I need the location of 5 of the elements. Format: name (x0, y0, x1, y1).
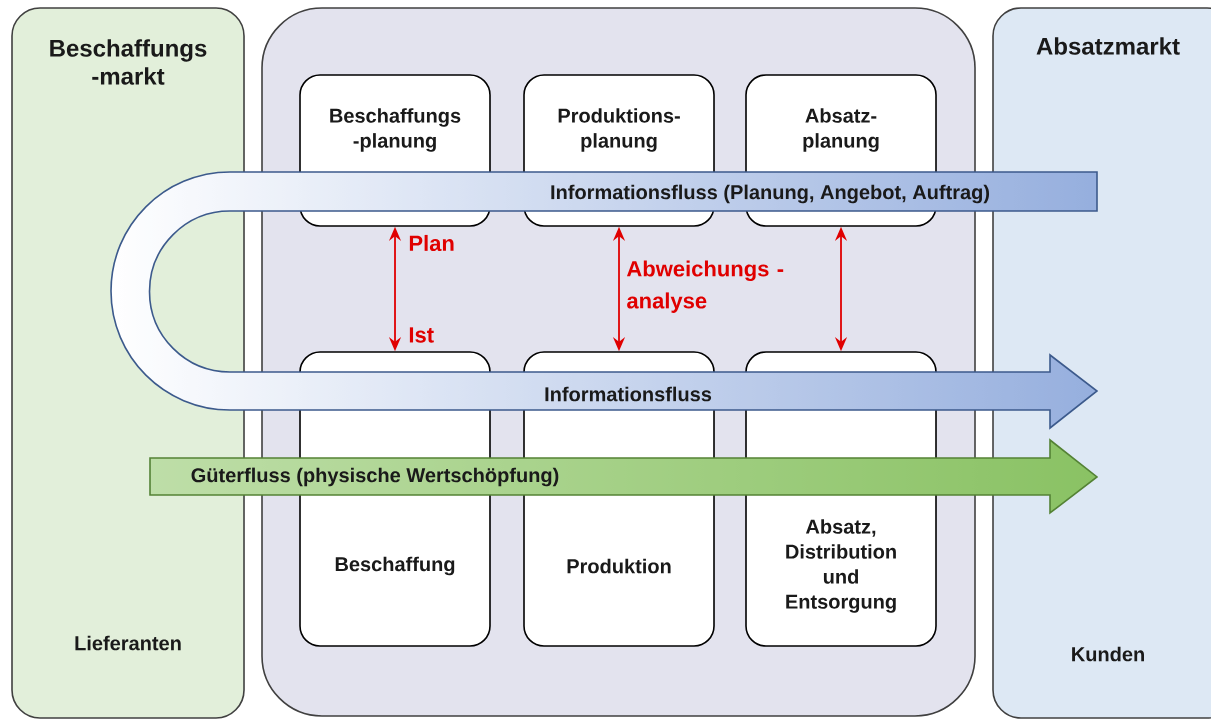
arrow-label: Informationsfluss (545, 386, 712, 402)
edge-label: Abweichungs - analyse (626, 260, 784, 313)
annotation-label: Ist (409, 327, 434, 343)
market-panel: Absatzmarkt Kunden (992, 7, 1211, 719)
annotation-label: Plan (409, 234, 454, 252)
